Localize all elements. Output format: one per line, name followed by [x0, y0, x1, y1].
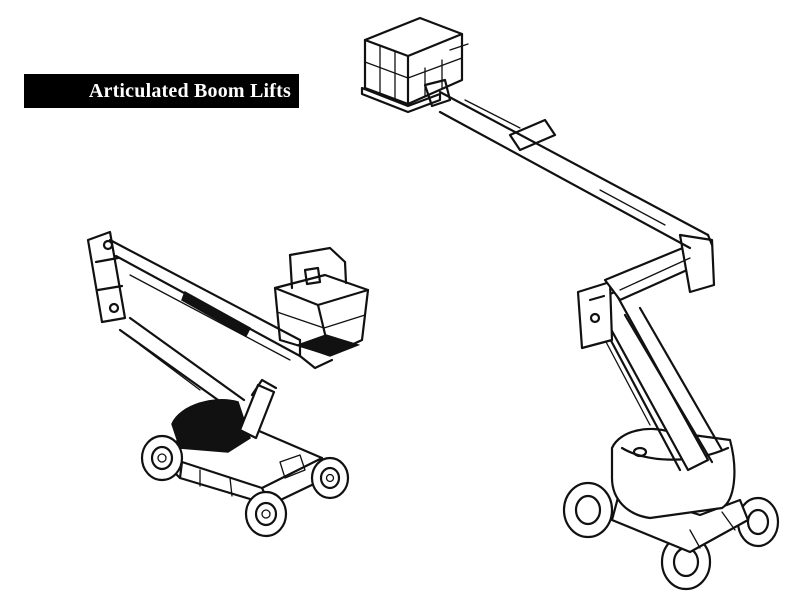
small-lift-wheel-front-left — [140, 434, 184, 482]
large-lift-knuckle-arm — [603, 233, 716, 302]
small-lift-turntable — [171, 399, 251, 453]
large-lift-wheel-front-left — [562, 481, 614, 539]
large-lift-riser — [576, 280, 614, 350]
small-lift-riser — [86, 230, 127, 324]
small-articulated-boom-lift — [86, 230, 370, 538]
large-lift-platform-basket — [360, 16, 469, 114]
large-lift-upper-boom — [438, 90, 714, 250]
small-lift-platform-basket — [273, 246, 370, 370]
small-lift-upper-boom — [108, 238, 302, 361]
large-articulated-boom-lift — [360, 16, 780, 591]
small-lift-wheel-front-right — [244, 490, 288, 538]
small-lift-lower-boom — [118, 316, 278, 440]
page-title: Articulated Boom Lifts — [24, 74, 299, 108]
large-lift-lower-boom — [593, 290, 724, 472]
small-lift-wheel-rear-right — [310, 456, 350, 500]
